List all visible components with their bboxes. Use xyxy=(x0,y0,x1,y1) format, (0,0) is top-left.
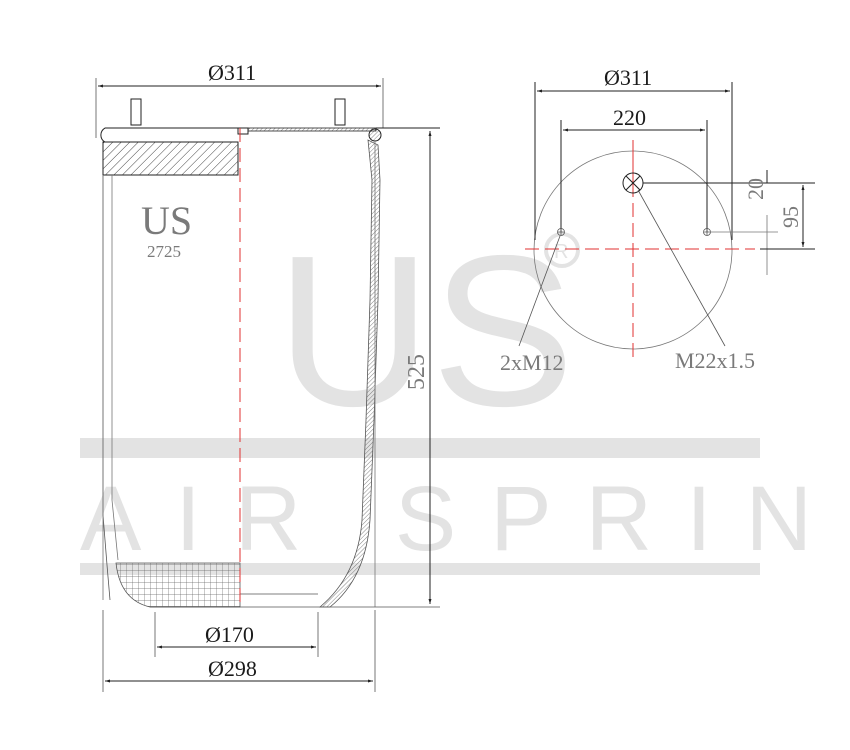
bolt-callout: 2xM12 xyxy=(500,350,564,375)
stud-right xyxy=(334,98,346,126)
offset-small-label: 20 xyxy=(743,178,768,200)
bolt-spacing-label: 220 xyxy=(613,105,646,130)
top-diameter-label: Ø311 xyxy=(208,60,256,85)
bolt-callout-leader xyxy=(518,235,561,347)
air-port-callout-leader xyxy=(637,189,726,347)
crimp-bead xyxy=(368,128,382,142)
watermark-bar-bottom xyxy=(80,563,760,575)
part-number: 2725 xyxy=(147,242,181,261)
plate-diameter-label: Ø311 xyxy=(604,65,652,90)
registered-mark-letter: R xyxy=(554,241,568,263)
top-plate-section xyxy=(247,127,377,132)
bottom-diameter-label: Ø298 xyxy=(208,656,257,681)
watermark-tagline: AIR SPRING xyxy=(80,468,850,570)
watermark: US R AIR SPRING xyxy=(80,210,850,575)
stud-left xyxy=(130,98,142,126)
watermark-bar-top xyxy=(80,438,760,458)
piston-section xyxy=(115,562,241,608)
top-view: Ø311 220 20 9 xyxy=(500,65,815,375)
registered-mark-icon xyxy=(544,232,580,268)
top-plate-left xyxy=(100,127,238,143)
bolt-hole-right-icon xyxy=(703,228,711,236)
air-port-callout: M22x1.5 xyxy=(675,348,755,373)
left-inner-line xyxy=(111,175,119,561)
watermark-logo: US xyxy=(276,210,575,451)
bolt-hole-left-icon xyxy=(557,228,565,236)
offset-large-label: 95 xyxy=(778,206,803,228)
bead-plate-section xyxy=(102,141,239,176)
side-view: Ø311 525 Ø170 xyxy=(95,60,440,692)
piston-diameter-label: Ø170 xyxy=(205,622,254,647)
part-brand: US xyxy=(141,198,192,243)
height-label: 525 xyxy=(404,354,430,390)
